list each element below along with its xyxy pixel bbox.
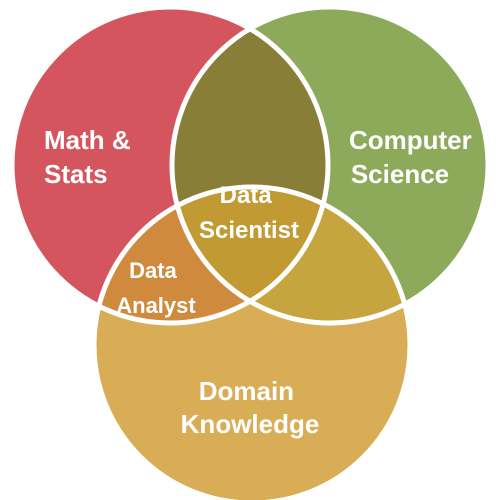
computer-science-label-line1: Computer — [349, 125, 472, 155]
domain-knowledge-label-line1: Domain — [199, 376, 294, 406]
math-stats-label-line1: Math & — [44, 125, 131, 155]
math-stats-label: Math & Stats — [44, 125, 138, 189]
data-analyst-label-line1: Data — [129, 258, 177, 283]
data-analyst-label: Data Analyst — [116, 258, 196, 318]
domain-knowledge-outline — [91, 184, 413, 500]
circle-outlines — [9, 4, 491, 500]
math-stats-label-line2: Stats — [44, 159, 108, 189]
computer-science-outline — [169, 4, 491, 326]
computer-science-label: Computer Science — [349, 125, 479, 189]
data-scientist-label: Data Scientist — [199, 182, 299, 244]
domain-knowledge-label-line2: Knowledge — [181, 409, 320, 439]
data-analyst-label-line2: Analyst — [116, 293, 196, 318]
math-stats-outline — [9, 4, 331, 326]
data-scientist-label-line1: Data — [220, 182, 273, 209]
computer-science-label-line2: Science — [351, 159, 449, 189]
math-domain-overlap — [94, 187, 328, 323]
data-scientist-label-line2: Scientist — [199, 217, 299, 244]
domain-knowledge-label: Domain Knowledge — [181, 376, 320, 439]
